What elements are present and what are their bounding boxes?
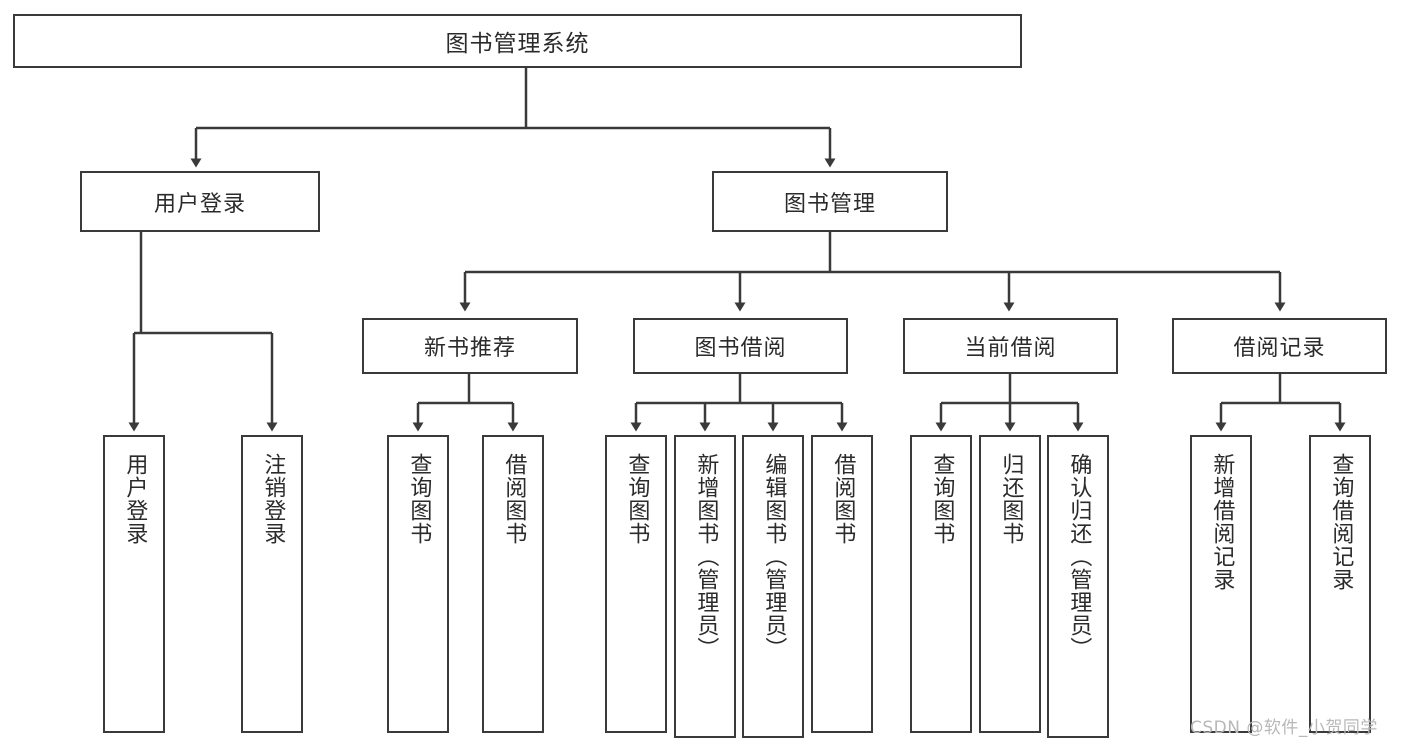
leaf-user-login-login[interactable]: 用户登录 [103, 435, 165, 733]
node-label: 查询图书 [929, 453, 955, 545]
node-label: 新书推荐 [423, 336, 516, 361]
node-label: 图书借阅 [694, 336, 787, 361]
node-new-book-recommend[interactable]: 新书推荐 [362, 318, 578, 374]
leaf-borrow-edit-book-admin[interactable]: 编辑图书（管理员） [742, 435, 804, 738]
node-borrow-record[interactable]: 借阅记录 [1172, 318, 1387, 374]
leaf-user-login-logout[interactable]: 注销登录 [241, 435, 303, 733]
node-label: 用户登录 [122, 453, 148, 545]
leaf-borrow-borrow-book[interactable]: 借阅图书 [811, 435, 873, 733]
node-user-login[interactable]: 用户登录 [80, 171, 320, 232]
node-label: 图书管理 [783, 191, 876, 217]
node-book-management[interactable]: 图书管理 [712, 171, 948, 232]
node-label: 归还图书 [998, 453, 1024, 545]
node-label: 注销登录 [260, 453, 286, 545]
node-label: 查询图书 [406, 453, 432, 545]
node-label: 用户登录 [153, 191, 246, 217]
node-label: 当前借阅 [964, 336, 1057, 361]
leaf-record-query-record[interactable]: 查询借阅记录 [1309, 435, 1371, 733]
node-label: 查询借阅记录 [1328, 453, 1354, 591]
node-book-borrow[interactable]: 图书借阅 [633, 318, 848, 374]
leaf-record-add-record[interactable]: 新增借阅记录 [1190, 435, 1252, 733]
leaf-new-book-borrow[interactable]: 借阅图书 [482, 435, 544, 733]
node-label: 借阅图书 [830, 453, 856, 545]
node-label: 确认归还（管理员） [1066, 453, 1092, 660]
node-label: 编辑图书（管理员） [761, 453, 787, 660]
node-root-system[interactable]: 图书管理系统 [13, 14, 1022, 68]
node-label: 图书管理系统 [445, 31, 590, 57]
node-label: 新增借阅记录 [1209, 453, 1235, 591]
leaf-borrow-query-book[interactable]: 查询图书 [605, 435, 667, 733]
node-label: 查询图书 [624, 453, 650, 545]
leaf-current-return-book[interactable]: 归还图书 [979, 435, 1041, 733]
leaf-current-query-book[interactable]: 查询图书 [910, 435, 972, 733]
csdn-watermark: CSDN @软件_小贺同学 [1190, 718, 1378, 738]
leaf-new-book-query[interactable]: 查询图书 [387, 435, 449, 733]
leaf-current-confirm-return-admin[interactable]: 确认归还（管理员） [1047, 435, 1109, 738]
node-current-borrow[interactable]: 当前借阅 [903, 318, 1118, 374]
node-label: 借阅图书 [501, 453, 527, 545]
node-label: 新增图书（管理员） [693, 453, 719, 660]
leaf-borrow-add-book-admin[interactable]: 新增图书（管理员） [674, 435, 736, 738]
node-label: 借阅记录 [1233, 336, 1326, 361]
